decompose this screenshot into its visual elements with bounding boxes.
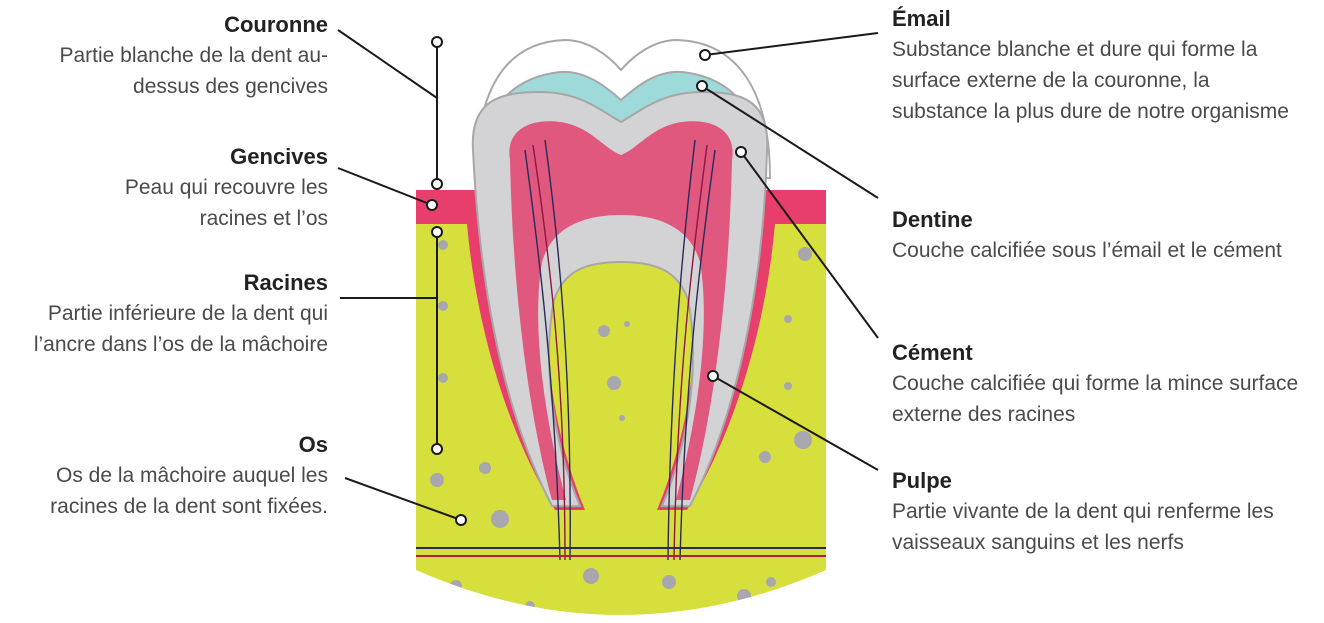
label-cement: Cément Couche calcifiée qui forme la min… (892, 338, 1302, 430)
label-pulpe-title: Pulpe (892, 466, 1302, 496)
label-dentine-title: Dentine (892, 205, 1302, 235)
label-os: Os Os de la mâchoire auquel les racines … (0, 430, 328, 522)
label-couronne-title: Couronne (0, 10, 328, 40)
label-gencives: Gencives Peau qui recouvre les racines e… (0, 142, 328, 234)
label-dentine: Dentine Couche calcifiée sous l’émail et… (892, 205, 1302, 266)
label-gencives-title: Gencives (0, 142, 328, 172)
label-os-desc: Os de la mâchoire auquel les racines de … (0, 460, 328, 522)
label-email-desc: Substance blanche et dure qui forme la s… (892, 34, 1302, 127)
label-pulpe: Pulpe Partie vivante de la dent qui renf… (892, 466, 1302, 558)
label-cement-title: Cément (892, 338, 1302, 368)
label-pulpe-desc: Partie vivante de la dent qui renferme l… (892, 496, 1302, 558)
label-couronne-desc: Partie blanche de la dent au-dessus des … (0, 40, 328, 102)
label-os-title: Os (0, 430, 328, 460)
label-racines: Racines Partie inférieure de la dent qui… (0, 268, 328, 360)
label-racines-desc: Partie inférieure de la dent qui l’ancre… (0, 298, 328, 360)
label-couronne: Couronne Partie blanche de la dent au-de… (0, 10, 328, 102)
label-email-title: Émail (892, 4, 1302, 34)
label-email: Émail Substance blanche et dure qui form… (892, 4, 1302, 127)
label-gencives-desc: Peau qui recouvre les racines et l’os (0, 172, 328, 234)
label-cement-desc: Couche calcifiée qui forme la mince surf… (892, 368, 1302, 430)
label-dentine-desc: Couche calcifiée sous l’émail et le céme… (892, 235, 1302, 266)
label-racines-title: Racines (0, 268, 328, 298)
